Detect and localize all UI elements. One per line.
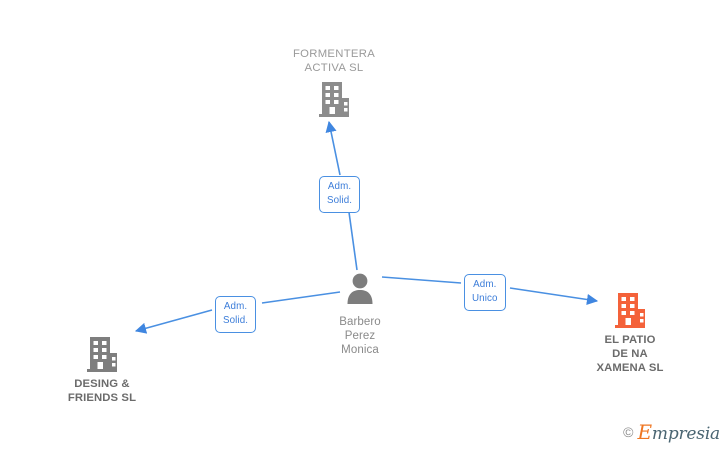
building-icon <box>254 80 414 120</box>
node-label-person: Barbero Perez Monica <box>339 316 381 357</box>
edge-label-adm-solid-formentera[interactable]: Adm. Solid. <box>319 176 361 214</box>
person-icon <box>280 272 440 312</box>
edge-label-adm-solid-desing[interactable]: Adm. Solid. <box>215 296 257 334</box>
node-person-barbero-perez-monica[interactable]: Barbero Perez Monica <box>280 272 440 357</box>
building-icon <box>550 291 710 331</box>
node-label-formentera: FORMENTERA ACTIVA SL <box>292 48 376 74</box>
node-company-desing-friends[interactable]: DESING & FRIENDS SL <box>22 335 182 406</box>
copyright-icon: © <box>623 424 634 440</box>
node-company-formentera[interactable]: FORMENTERA ACTIVA SL <box>254 48 414 120</box>
empresia-logo-text: mpresia <box>651 424 720 444</box>
node-company-el-patio-de-na-xamena[interactable]: EL PATIO DE NA XAMENA SL <box>550 291 710 376</box>
building-icon <box>22 335 182 375</box>
empresia-logo-initial: E <box>637 420 653 444</box>
node-label-desing-friends: DESING & FRIENDS SL <box>67 378 137 404</box>
edge-label-adm-unico-patio[interactable]: Adm. Unico <box>464 274 506 312</box>
empresia-logo: Empresia <box>638 420 721 444</box>
node-label-el-patio-de-na-xamena: EL PATIO DE NA XAMENA SL <box>596 334 664 374</box>
empresia-watermark: © Empresia <box>623 420 720 444</box>
